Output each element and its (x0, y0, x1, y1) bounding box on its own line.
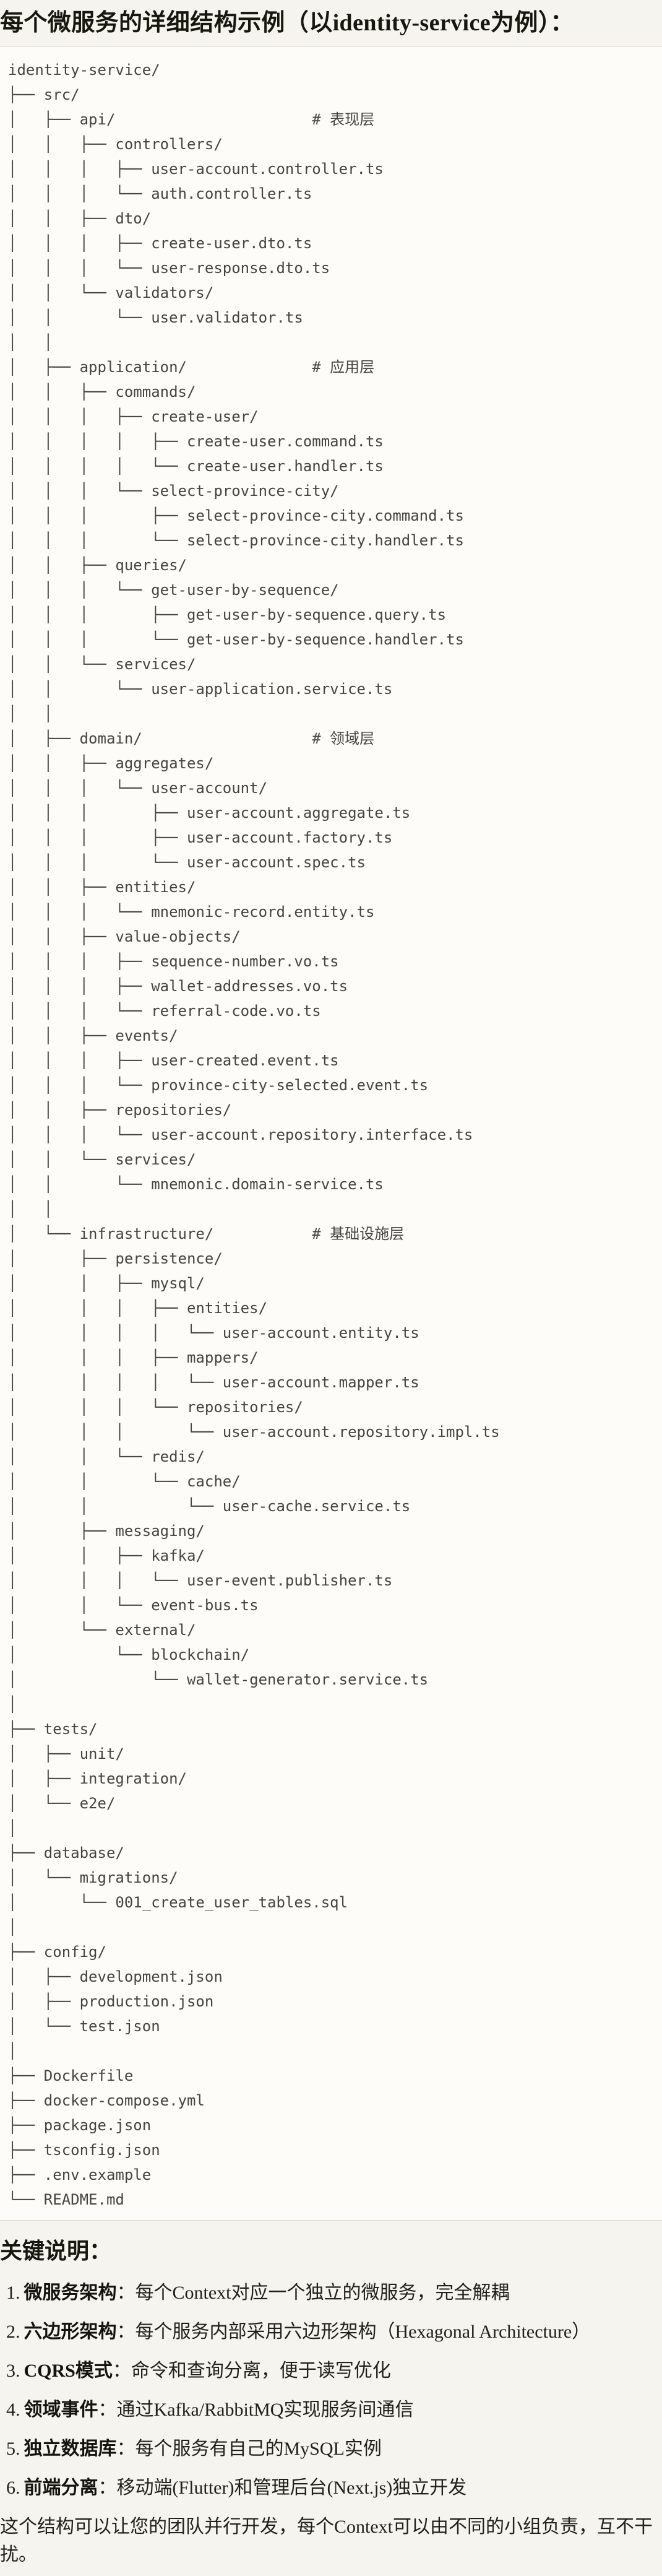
note-separator: ： (116, 2439, 135, 2459)
note-description: 通过Kafka/RabbitMQ实现服务间通信 (116, 2400, 414, 2420)
note-item: 6.前端分离：移动端(Flutter)和管理后台(Next.js)独立开发 (0, 2474, 662, 2502)
note-item: 3.CQRS模式：命令和查询分离，便于读写优化 (0, 2357, 662, 2385)
note-separator: ： (98, 2400, 117, 2420)
closing-paragraph: 这个结构可以让您的团队并行开发，每个Context可以由不同的小组负责，互不干扰… (0, 2517, 653, 2565)
directory-tree: identity-service/ ├── src/ │ ├── api/ # … (8, 61, 500, 2208)
note-number: 3. (6, 2361, 20, 2381)
note-description: 每个Context对应一个独立的微服务，完全解耦 (135, 2283, 510, 2303)
note-item: 2.六边形架构：每个服务内部采用六边形架构（Hexagonal Architec… (0, 2318, 662, 2346)
note-number: 4. (6, 2400, 20, 2420)
note-description: 每个服务内部采用六边形架构（Hexagonal Architecture） (135, 2322, 591, 2342)
note-term: 六边形架构 (24, 2322, 117, 2342)
note-item: 1.微服务架构：每个Context对应一个独立的微服务，完全解耦 (0, 2279, 662, 2307)
note-description: 每个服务有自己的MySQL实例 (135, 2439, 382, 2459)
note-item: 5.独立数据库：每个服务有自己的MySQL实例 (0, 2435, 662, 2463)
note-number: 5. (6, 2439, 20, 2459)
note-separator: ： (116, 2283, 135, 2303)
notes-heading: 关键说明： (0, 2239, 112, 2263)
note-item: 4.领域事件：通过Kafka/RabbitMQ实现服务间通信 (0, 2396, 662, 2424)
page-title: 每个微服务的详细结构示例（以identity-service为例）： (0, 10, 574, 36)
notes-list: 1.微服务架构：每个Context对应一个独立的微服务，完全解耦 2.六边形架构… (0, 2279, 662, 2502)
note-number: 2. (6, 2322, 20, 2342)
note-description: 命令和查询分离，便于读写优化 (131, 2361, 391, 2381)
note-term: 前端分离 (24, 2478, 98, 2498)
note-separator: ： (98, 2478, 117, 2498)
note-separator: ： (116, 2322, 135, 2342)
note-term: 微服务架构 (24, 2283, 117, 2303)
code-block: identity-service/ ├── src/ │ ├── api/ # … (0, 46, 662, 2221)
note-description: 移动端(Flutter)和管理后台(Next.js)独立开发 (116, 2478, 467, 2498)
note-separator: ： (112, 2361, 131, 2381)
note-number: 1. (6, 2283, 20, 2303)
note-term: 独立数据库 (24, 2439, 117, 2459)
note-term: CQRS模式 (24, 2361, 113, 2381)
note-term: 领域事件 (24, 2400, 98, 2420)
note-number: 6. (6, 2478, 20, 2498)
